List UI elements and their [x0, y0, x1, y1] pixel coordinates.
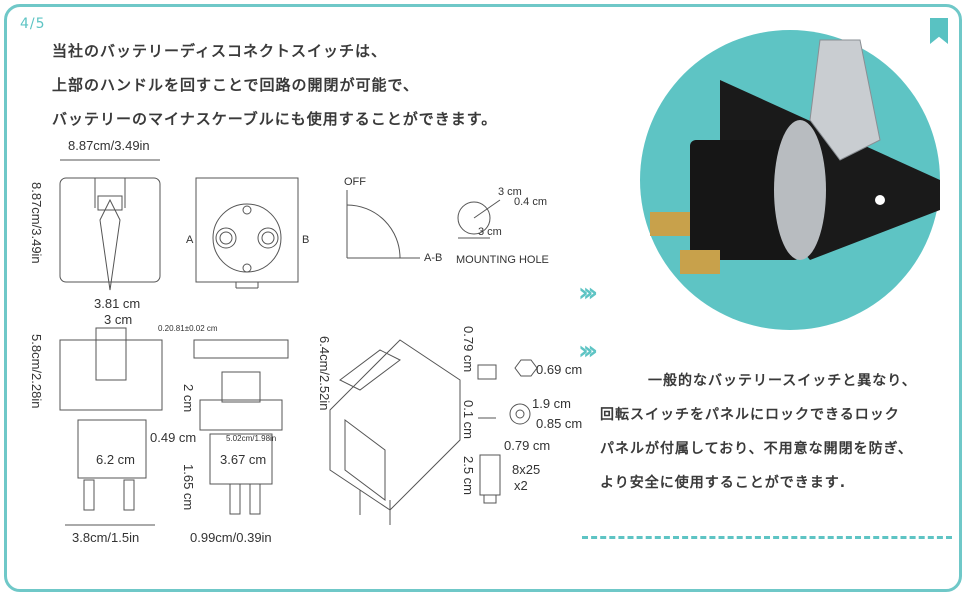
side-handle	[193, 339, 289, 359]
page-frame	[4, 4, 962, 592]
dim-38: 3.8cm/1.5in	[72, 530, 140, 545]
front-view-outline	[59, 177, 161, 283]
dim-small-label: 5.02cm/1.98in	[226, 434, 277, 443]
label-b: B	[302, 234, 310, 246]
intro-line-1: 当社のバッテリーディスコネクトスイッチは、	[52, 42, 387, 60]
dim-099: 0.99cm/0.39in	[190, 530, 272, 545]
dim-367: 3.67 cm	[220, 452, 267, 467]
nut	[514, 359, 538, 377]
intro-line-2: 上部のハンドルを回すことで回路の開閉が可能で、	[52, 76, 419, 94]
isometric-bracket	[329, 339, 461, 511]
dim-62: 6.2 cm	[96, 452, 136, 467]
dim-3cm: 3 cm	[104, 312, 133, 327]
dim-tolerance: 0.20.81±0.02 cm	[158, 324, 218, 333]
ab-view-outline	[195, 177, 299, 283]
bookmark-icon	[930, 18, 948, 44]
dim-381: 3.81 cm	[94, 296, 141, 311]
dashed-divider	[582, 536, 952, 539]
label-mounting-hole: MOUNTING HOLE	[456, 254, 549, 266]
outro-text: 一般的なバッテリースイッチと異なり、 回転スイッチをパネルにロックできるロック …	[600, 364, 917, 500]
dim-nut-d: 0.69 cm	[536, 362, 583, 377]
dim-washer-o: 1.9 cm	[532, 396, 572, 411]
arrow-icon-1: ›››	[578, 278, 598, 308]
label-a: A	[186, 234, 194, 246]
dim-049: 0.49 cm	[150, 430, 197, 445]
dim-hole-04: 0.4 cm	[514, 196, 548, 208]
mounting-hole-circle	[457, 201, 491, 235]
page-number: 4/5	[20, 16, 46, 32]
outro-line-1: 一般的なバッテリースイッチと異なり、	[648, 373, 917, 389]
off-arc	[346, 204, 401, 259]
bolt-qty: x2	[514, 478, 528, 493]
outro-line-3: パネルが付属しており、不用意な開閉を防ぎ、	[600, 441, 913, 457]
front-plate	[59, 339, 163, 411]
dim-bolt-d: 0.79 cm	[504, 438, 551, 453]
dim-hole-3cm-b: 3 cm	[478, 226, 502, 238]
outro-line-4: より安全に使用することができます.	[600, 475, 847, 491]
washer	[509, 403, 531, 425]
dim-top-width: 8.87cm/3.49in	[68, 138, 150, 153]
intro-line-3: バッテリーのマイナスケーブルにも使用することができます。	[52, 110, 498, 128]
dim-washer-i: 0.85 cm	[536, 416, 583, 431]
intro-text: 当社のバッテリーディスコネクトスイッチは、 上部のハンドルを回すことで回路の開閉…	[52, 34, 497, 136]
arrow-icon-2: ›››	[578, 336, 598, 366]
bolt-spec: 8x25	[512, 462, 541, 477]
label-ab: A-B	[424, 252, 443, 264]
dim-hole-3cm-a: 3 cm	[498, 186, 522, 198]
label-off: OFF	[344, 176, 366, 188]
outro-line-2: 回転スイッチをパネルにロックできるロック	[600, 407, 900, 423]
